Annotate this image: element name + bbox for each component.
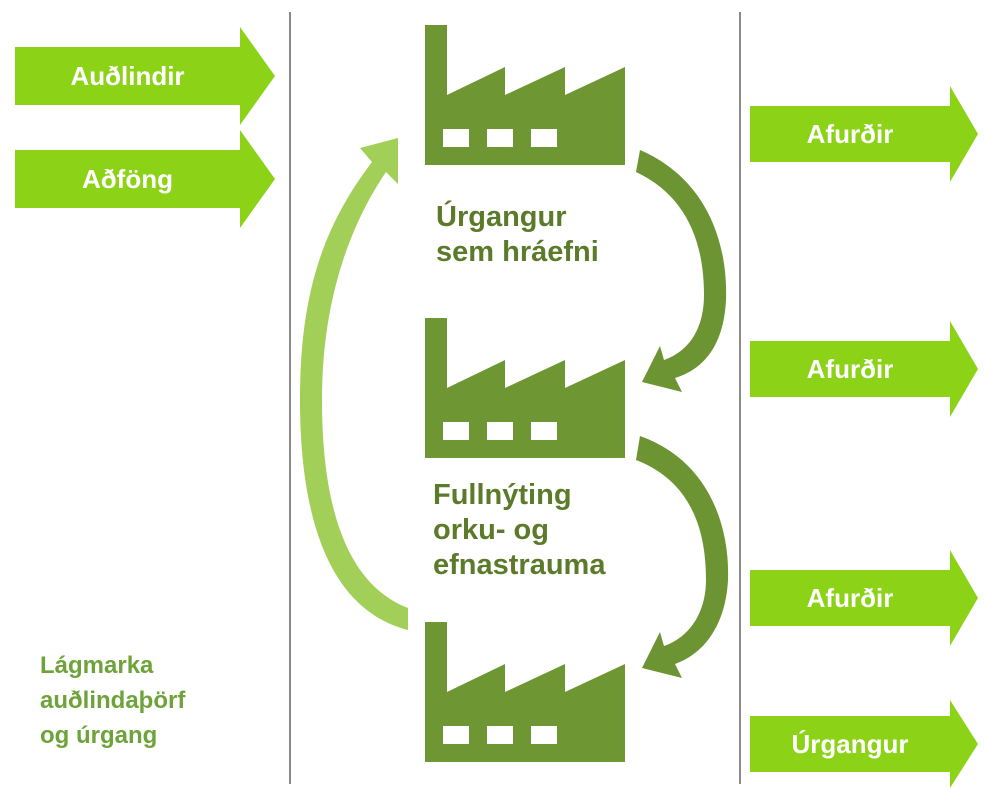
caption-line: sem hráefni [436,236,599,268]
flow-arrow-top [636,150,727,392]
output-label: Afurðir [806,118,894,149]
input-arrow-resources: Auðlindir [15,27,275,125]
return-loop-arrow [300,138,408,630]
caption-line: Úrgangur [436,201,567,233]
note-line: auðlindaþörf [40,687,186,714]
output-label: Afurðir [806,582,894,613]
factory-icon [425,622,635,767]
left-divider [289,12,291,784]
input-label: Auðlindir [70,60,185,91]
output-label: Úrgangur [791,728,909,759]
note-line: og úrgang [40,722,158,749]
caption-full-utilization: Fullnýting orku- og efnastrauma [433,478,605,583]
note-minimize: Lágmarka auðlindaþörf og úrgang [40,648,185,753]
factory-icon [425,318,635,463]
output-arrow-waste: Úrgangur [750,700,978,788]
caption-line: orku- og [433,514,549,546]
output-label: Afurðir [806,353,894,384]
output-arrow-product-1: Afurðir [750,86,978,182]
right-divider [739,12,741,784]
caption-line: Fullnýting [433,479,572,511]
output-arrow-product-3: Afurðir [750,550,978,646]
input-label: Aðföng [82,163,173,194]
input-arrow-supplies: Aðföng [15,130,275,228]
caption-waste-as-raw-material: Úrgangur sem hráefni [436,200,599,270]
factory-icon [425,25,635,170]
output-arrow-product-2: Afurðir [750,321,978,417]
caption-line: efnastrauma [433,549,606,581]
note-line: Lágmarka [40,652,154,679]
flow-arrow-bottom [636,436,729,678]
